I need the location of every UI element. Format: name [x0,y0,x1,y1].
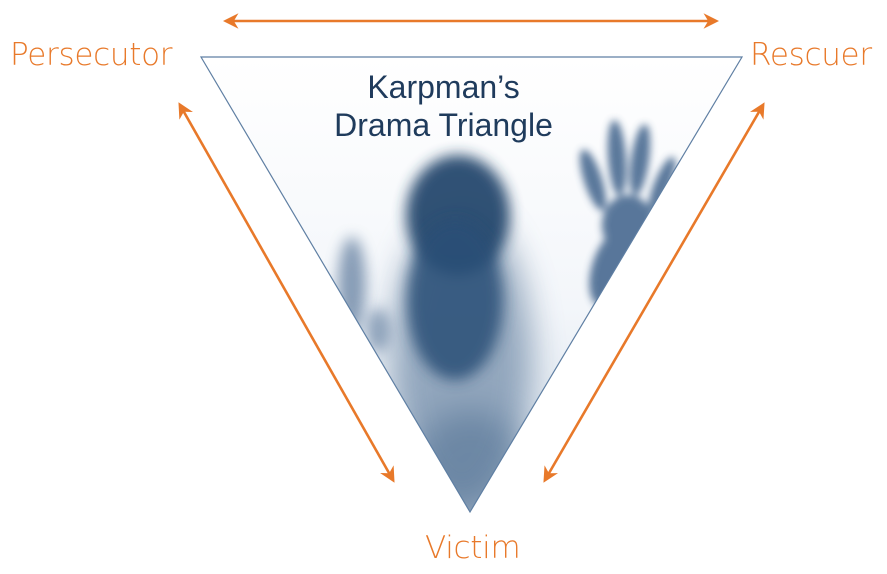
role-label-rescuer: Rescuer [750,40,872,71]
role-label-victim: Victim [425,533,520,564]
role-label-persecutor: Persecutor [10,40,172,71]
diagram-title: Karpman’s Drama Triangle [290,68,597,144]
title-line-1: Karpman’s [290,68,597,106]
title-line-2: Drama Triangle [290,106,597,144]
